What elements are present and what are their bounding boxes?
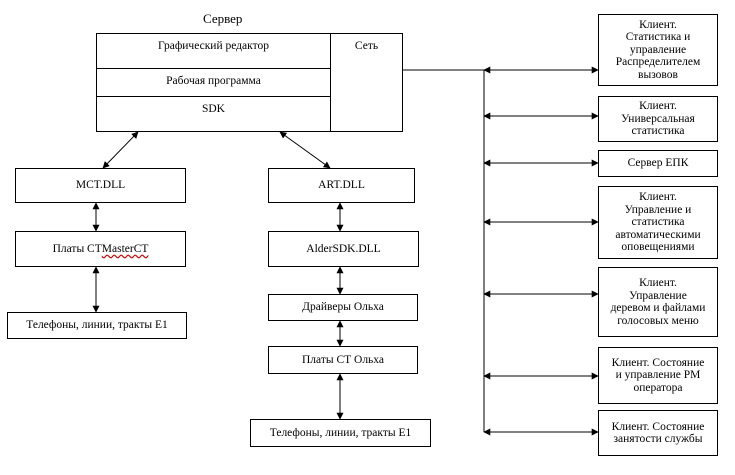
boards-label: Платы СТ	[52, 242, 102, 255]
mastercet-brand: MasterCT	[101, 242, 149, 255]
olkha-drivers-box: Драйверы Ольха	[268, 294, 418, 321]
sdk-module: SDK	[97, 97, 331, 131]
art-dll-box: ART.DLL	[268, 168, 415, 203]
client-service-occupancy: Клиент. Состояние занятости службы	[598, 410, 718, 456]
graphic-editor-module: Графический редактор	[97, 34, 331, 69]
olkha-boards-box: Платы СТ Ольха	[268, 346, 418, 374]
client-universal-statistics: Клиент. Универсальная статистика	[598, 96, 718, 142]
link-server-art	[279, 131, 331, 169]
client-operator-workstation: Клиент. Состояние и управление РМ операт…	[598, 347, 718, 404]
mastercet-boards-box: Платы СТ MasterCT	[15, 231, 186, 267]
phones-lines-box-middle: Телефоны, линии, тракты Е1	[250, 419, 431, 447]
server-block: Графический редактор Рабочая программа S…	[96, 33, 403, 132]
client-auto-notifications: Клиент. Управление и статистика автомати…	[598, 186, 718, 259]
server-label: Сервер	[203, 11, 243, 26]
aldersdk-dll-box: AlderSDK.DLL	[268, 231, 419, 267]
epk-server: Сервер ЕПК	[598, 150, 718, 177]
client-call-distributor: Клиент. Статистика и управление Распреде…	[598, 14, 718, 86]
phones-lines-box-left: Телефоны, линии, тракты Е1	[7, 312, 187, 339]
work-program-module: Рабочая программа	[97, 69, 331, 97]
mct-dll-box: MCT.DLL	[15, 168, 186, 203]
link-server-mct	[102, 131, 139, 169]
client-voice-menu: Клиент. Управление деревом и файлами гол…	[598, 267, 718, 337]
network-module: Сеть	[354, 40, 379, 52]
